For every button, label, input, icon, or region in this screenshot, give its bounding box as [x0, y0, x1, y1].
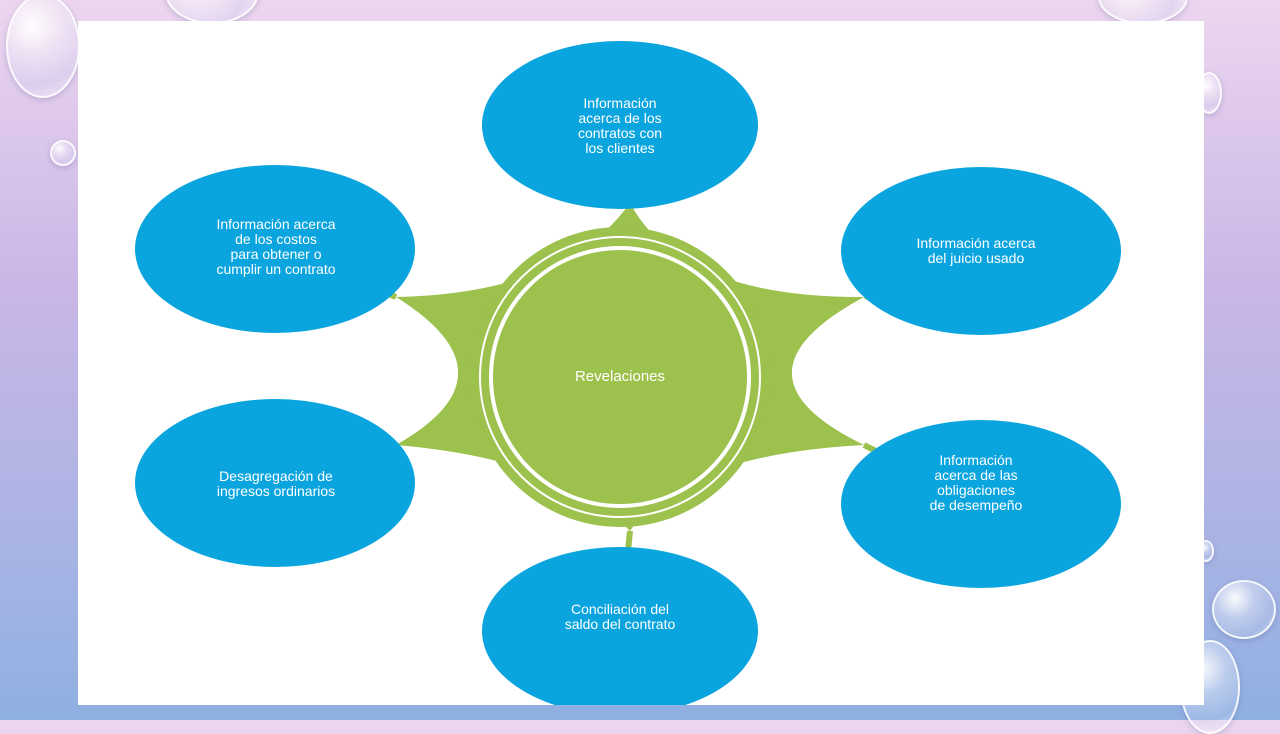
node-costos-contrato: [135, 165, 415, 333]
node-label-desagregacion-ingresos: Desagregación de ingresos ordinarios: [216, 468, 336, 499]
hub-circle-outer: [470, 227, 770, 527]
node-label-costos-contrato: Información acerca de los costos para ob…: [216, 216, 336, 277]
hub-ring-inner: [489, 246, 751, 508]
node-label-juicio-usado: Información acerca del juicio usado: [916, 235, 1036, 266]
slide: Revelaciones Información acerca de los c…: [78, 21, 1204, 705]
decorative-bubble: [6, 0, 80, 98]
node-contratos-clientes: [482, 41, 758, 209]
hub: [470, 227, 770, 527]
node-label-obligaciones-desempeno: Información acerca de las obligaciones d…: [929, 452, 1023, 513]
node-juicio-usado: [841, 167, 1121, 335]
node-conciliacion-saldo: [482, 547, 758, 705]
decorative-bubble: [1212, 580, 1276, 639]
center-label: Revelaciones: [574, 367, 666, 385]
nodes: [135, 41, 1121, 705]
diagram: [135, 41, 1121, 705]
node-desagregacion-ingresos: [135, 399, 415, 567]
node-label-contratos-clientes: Información acerca de los contratos con …: [577, 95, 663, 156]
node-obligaciones-desempeno: [841, 420, 1121, 588]
node-label-conciliacion-saldo: Conciliación del saldo del contrato: [564, 601, 676, 632]
hub-ring-outer: [479, 236, 761, 518]
decorative-bubble: [50, 140, 76, 166]
